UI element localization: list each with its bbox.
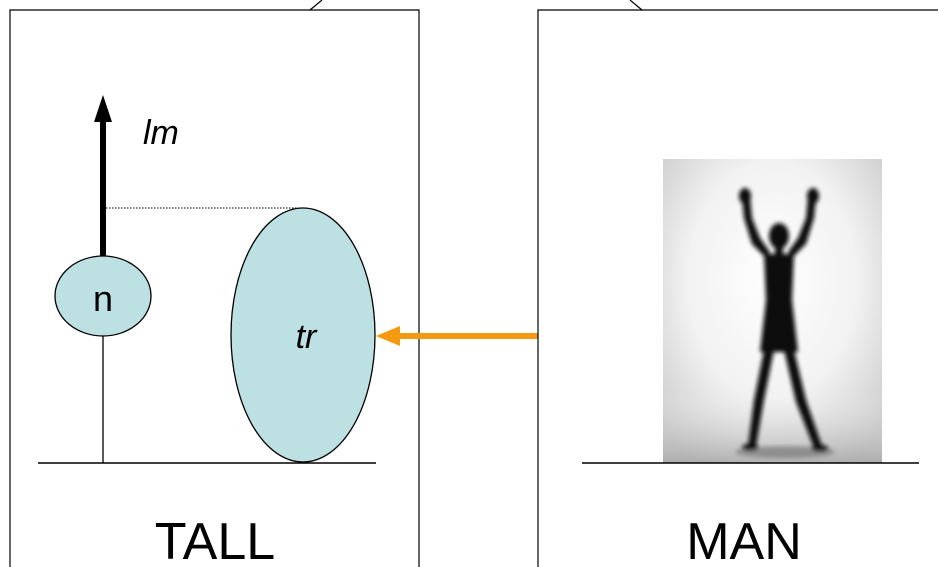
silhouette-shadow — [735, 446, 835, 458]
trajector-elaboration-arrow — [376, 326, 538, 346]
right-connector-line — [629, 0, 643, 11]
trajector-ellipse — [230, 207, 376, 463]
left-connector-line — [309, 0, 323, 11]
tall-panel: n tr lm TALL — [9, 9, 420, 567]
landmark-label: lm — [143, 114, 179, 152]
node-label: n — [93, 278, 113, 319]
man-caption: MAN — [686, 513, 802, 567]
man-silhouette-photo — [663, 159, 882, 463]
man-panel: MAN — [537, 9, 938, 567]
landmark-arrowhead-icon — [94, 95, 112, 122]
parent-connectors — [309, 0, 643, 11]
orange-arrowhead-icon — [376, 326, 400, 346]
tall-caption: TALL — [155, 513, 275, 567]
man-silhouette-icon — [739, 188, 828, 451]
node-ellipse — [54, 255, 152, 337]
tall-panel-frame — [9, 9, 420, 567]
man-panel-frame — [537, 9, 938, 567]
trajector-label: tr — [296, 318, 318, 356]
